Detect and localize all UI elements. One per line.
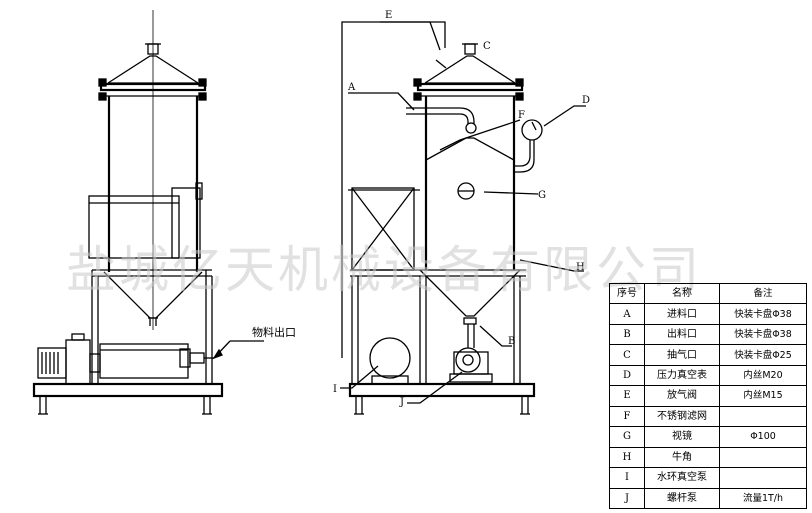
front-view-assembly xyxy=(32,10,264,415)
callout-leaders xyxy=(340,21,586,404)
outlet-label: 物料出口 xyxy=(252,325,296,339)
callout-F: F xyxy=(518,110,525,121)
callout-C: C xyxy=(483,41,491,52)
side-view-assembly xyxy=(341,21,543,415)
callout-J: J xyxy=(399,397,404,408)
parts-table-header: 序号 名称 备注 xyxy=(609,282,807,305)
callout-H: H xyxy=(576,262,585,273)
callout-E: E xyxy=(385,10,392,21)
callout-B: B xyxy=(508,336,515,347)
header-note: 备注 xyxy=(719,282,807,305)
header-name: 名称 xyxy=(644,282,720,305)
header-id: 序号 xyxy=(609,282,645,305)
callout-D: D xyxy=(582,95,590,106)
company-watermark: 盐城亿天机械设备有限公司 xyxy=(66,241,702,299)
callout-G: G xyxy=(538,190,546,201)
callout-I: I xyxy=(333,384,337,395)
callout-A: A xyxy=(347,82,356,93)
